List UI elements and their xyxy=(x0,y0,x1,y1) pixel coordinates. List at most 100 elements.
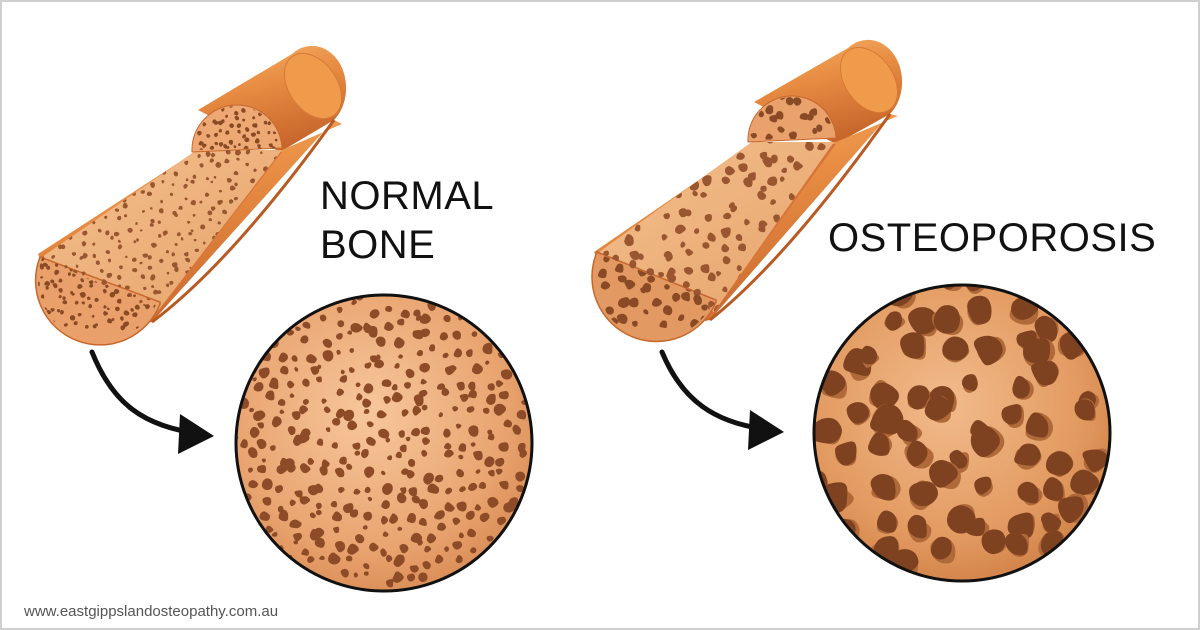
pore xyxy=(147,265,153,270)
pore xyxy=(241,108,246,113)
pore xyxy=(388,513,399,524)
pore xyxy=(375,336,386,347)
pore xyxy=(132,294,136,298)
pore xyxy=(643,309,649,315)
pore xyxy=(142,150,149,155)
pore xyxy=(302,399,309,405)
pore xyxy=(1070,469,1099,495)
pore xyxy=(424,545,432,553)
pore xyxy=(471,363,483,375)
pore xyxy=(837,204,843,210)
pore xyxy=(677,314,685,322)
pore xyxy=(233,170,239,176)
pore xyxy=(363,383,374,394)
pore xyxy=(907,385,930,410)
pore xyxy=(586,216,592,223)
pore xyxy=(261,250,266,256)
pore xyxy=(216,251,222,257)
pore xyxy=(289,519,302,529)
pore xyxy=(143,180,147,184)
pore xyxy=(353,488,361,495)
pore xyxy=(77,312,82,317)
pore xyxy=(398,354,403,359)
pore xyxy=(455,423,462,429)
pore xyxy=(50,237,55,243)
pore xyxy=(670,184,677,191)
pore xyxy=(693,288,701,298)
pore xyxy=(63,323,68,327)
pore xyxy=(103,305,107,309)
pore xyxy=(817,143,826,151)
pore xyxy=(452,517,461,526)
pore xyxy=(812,127,818,134)
pore xyxy=(287,218,292,224)
pore xyxy=(244,246,248,251)
pore xyxy=(299,496,311,505)
pore xyxy=(420,378,427,385)
pore xyxy=(82,230,88,236)
pore xyxy=(909,481,939,507)
pore xyxy=(369,309,380,319)
pore xyxy=(309,512,316,519)
pore xyxy=(244,301,249,306)
pore xyxy=(929,460,958,488)
pore xyxy=(202,144,206,148)
pore xyxy=(149,222,154,227)
pore xyxy=(589,294,595,300)
pore xyxy=(508,497,519,507)
pore xyxy=(49,200,56,206)
pore xyxy=(724,166,735,176)
pore xyxy=(287,425,296,436)
pore xyxy=(234,150,241,156)
pore xyxy=(142,253,149,258)
pore xyxy=(452,330,462,340)
pore xyxy=(106,272,113,279)
pore xyxy=(208,218,212,222)
pore xyxy=(228,139,233,145)
pore xyxy=(775,111,784,120)
pore xyxy=(1004,532,1028,556)
pore xyxy=(244,256,250,261)
pore xyxy=(981,529,1006,555)
pore xyxy=(143,286,147,291)
pore xyxy=(906,440,928,467)
pore xyxy=(438,412,443,418)
pore xyxy=(834,441,857,466)
pore xyxy=(227,271,233,278)
pore xyxy=(261,478,273,491)
pore xyxy=(260,151,263,155)
pore xyxy=(302,321,311,329)
pore xyxy=(672,160,682,170)
pore xyxy=(144,304,150,310)
pore xyxy=(637,253,644,260)
pore xyxy=(258,112,262,117)
pore xyxy=(123,310,130,316)
pore xyxy=(814,417,842,444)
pore xyxy=(233,110,239,116)
pore xyxy=(503,419,512,428)
pore xyxy=(46,265,51,270)
pore xyxy=(662,196,669,202)
pore xyxy=(827,276,834,285)
pore xyxy=(155,321,158,328)
pore xyxy=(233,196,239,201)
pore xyxy=(134,304,140,310)
pore xyxy=(161,179,165,184)
pore xyxy=(408,458,416,467)
pore xyxy=(332,295,342,301)
pore xyxy=(226,255,232,262)
pore xyxy=(130,307,134,312)
pore xyxy=(139,229,143,232)
pore xyxy=(283,317,287,321)
pore xyxy=(150,274,156,281)
pore xyxy=(223,294,227,299)
pore xyxy=(498,390,509,400)
pore xyxy=(475,469,481,474)
pore xyxy=(90,203,95,207)
pore xyxy=(383,395,391,404)
pore xyxy=(210,180,214,184)
pore xyxy=(391,384,398,391)
pore xyxy=(423,472,435,485)
pore xyxy=(157,220,161,224)
pore xyxy=(467,528,477,538)
